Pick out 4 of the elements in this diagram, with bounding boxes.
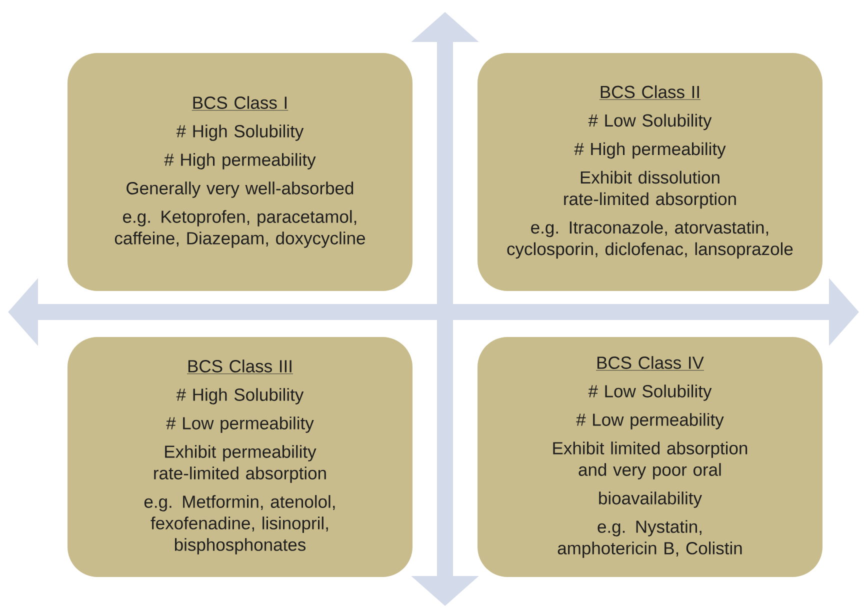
class-box: BCS Class II # Low Solubility # High permeability Exhibit dissolution rate-limited absorption e.g. Itraconazole, atorvastatin, cyclosporin, diclofenac, lansoprazole [478, 53, 822, 291]
class-box: BCS Class III # High Solubility # Low permeability Exhibit permeability rate-limited absorption e.g. Metformin, atenolol, fexofenadine, lisinopril, bisphosphonates [68, 337, 412, 577]
class-box: BCS Class I # High Solubility # High permeability Generally very well-absorbed e.g. Ketoprofen, paracetamol, caffeine, Diazepam, doxycycline [68, 53, 412, 291]
class-box: BCS Class IV # Low Solubility # Low permeability Exhibit limited absorption and very poor oral bioavailability e.g. Nystatin, amphotericin B, Colistin [478, 337, 822, 577]
